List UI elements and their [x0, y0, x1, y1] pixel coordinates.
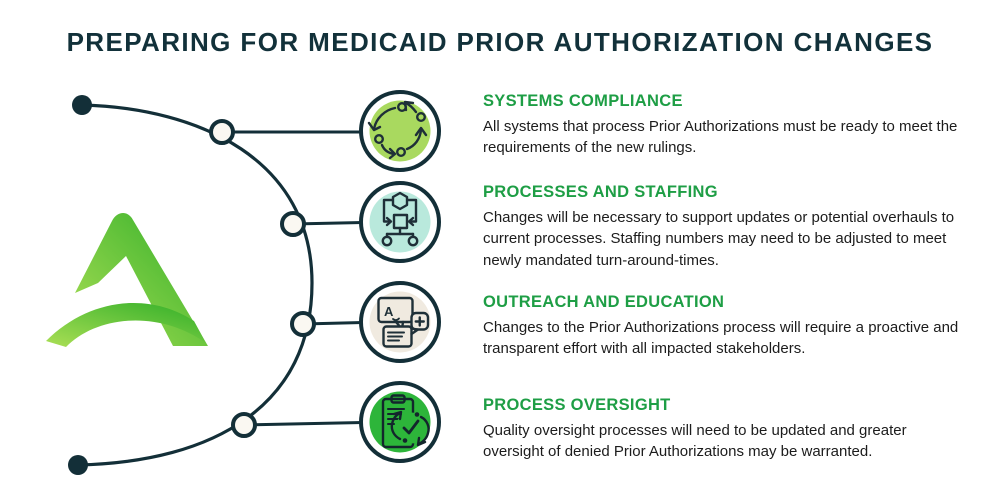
timeline-connectors [222, 130, 364, 427]
page-title: PREPARING FOR MEDICAID PRIOR AUTHORIZATI… [66, 27, 934, 57]
section-heading: OUTREACH AND EDUCATION [483, 293, 725, 311]
workflow-diagram-icon [381, 191, 419, 247]
processes-staffing-badge [359, 181, 441, 263]
speech-bubbles-icon: A [377, 296, 430, 348]
timeline-end-dot [68, 455, 88, 475]
section-body: Changes will be necessary to support upd… [483, 209, 955, 269]
section-body: Changes to the Prior Authorizations proc… [483, 319, 959, 358]
section-process-oversight: PROCESS OVERSIGHT Quality oversight proc… [483, 396, 963, 463]
section-outreach-education: OUTREACH AND EDUCATION Changes to the Pr… [483, 293, 963, 360]
section-heading: PROCESS OVERSIGHT [483, 396, 671, 414]
svg-text:A: A [384, 304, 394, 319]
section-processes-staffing: PROCESSES AND STAFFING Changes will be n… [483, 183, 963, 271]
section-systems-compliance: SYSTEMS COMPLIANCE All systems that proc… [483, 92, 963, 159]
brand-logo [46, 212, 208, 347]
section-body: All systems that process Prior Authoriza… [483, 118, 958, 157]
timeline-curve [77, 103, 314, 467]
cycle-arrows-icon [367, 100, 428, 160]
outreach-education-badge: A [359, 281, 441, 363]
timeline-start-dot [72, 95, 92, 115]
process-oversight-badge [359, 381, 441, 463]
timeline-diagram: A [46, 90, 441, 475]
logo-swoosh [46, 302, 206, 347]
systems-compliance-badge [359, 90, 441, 172]
timeline-nodes [209, 119, 316, 438]
section-heading: PROCESSES AND STAFFING [483, 183, 718, 201]
section-body: Quality oversight processes will need to… [483, 422, 907, 461]
clipboard-check-icon [381, 394, 430, 449]
section-heading: SYSTEMS COMPLIANCE [483, 92, 683, 110]
